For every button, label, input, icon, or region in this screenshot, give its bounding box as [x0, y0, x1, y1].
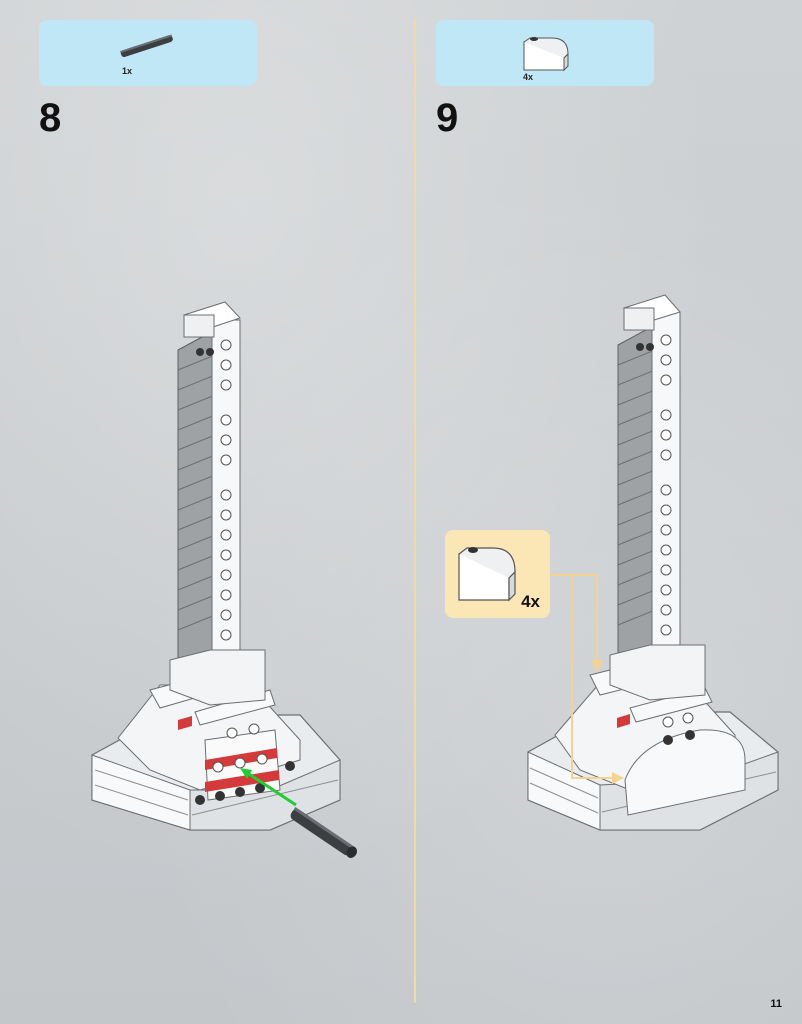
white-curved-slope-icon: [458, 547, 516, 602]
step-9-callout: 4x: [445, 530, 550, 618]
step-9-callout-qty: 4x: [521, 592, 540, 611]
step-9-callout-arrows: [550, 574, 612, 779]
step-9-base: [527, 664, 779, 831]
page-number: 11: [770, 998, 782, 1010]
step-8-axle-arrow: [240, 768, 358, 858]
step-9-parts-box: 4x: [436, 20, 654, 86]
step-8-tower: [169, 301, 266, 706]
step-8-parts-box: 1x: [39, 20, 257, 86]
black-axle-icon: [120, 34, 173, 58]
step-number-9: 9: [436, 96, 459, 140]
white-curved-slope-icon: [523, 37, 569, 72]
step-8-part-qty: 1x: [122, 66, 133, 76]
step-number-8: 8: [39, 96, 62, 140]
step-9-tower: [609, 294, 706, 701]
column-divider: [414, 18, 416, 1003]
step-9-part-qty: 4x: [523, 72, 534, 82]
